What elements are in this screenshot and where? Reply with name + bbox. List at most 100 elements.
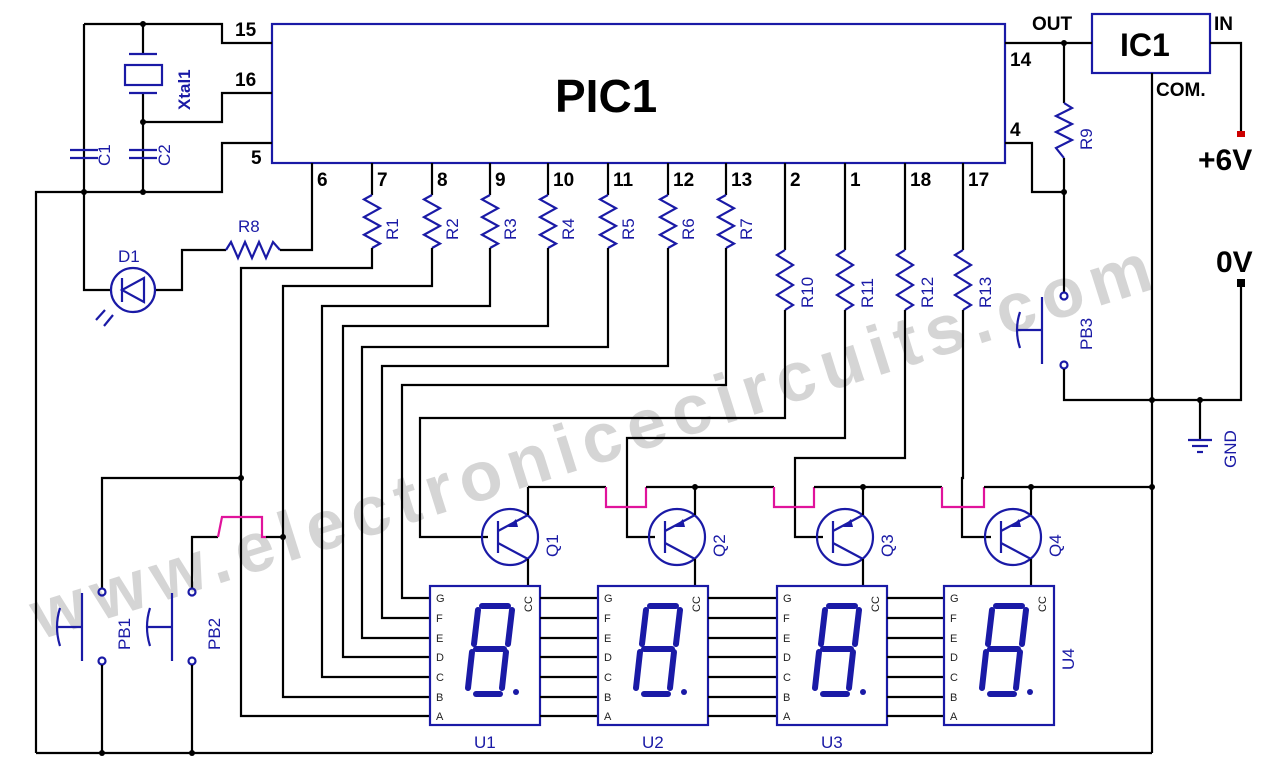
label-R11: R11	[858, 278, 877, 308]
plus6v-label: +6V	[1198, 144, 1252, 177]
label-Q2: Q2	[710, 534, 729, 557]
label-R4: R4	[559, 218, 578, 240]
label-U3: U3	[821, 733, 843, 752]
zero-volt-terminal	[1237, 279, 1245, 287]
watermark: www.electronicecircuits.com	[20, 226, 1168, 655]
resistor-R10	[774, 249, 796, 311]
transistors: Q1 Q2 Q3 Q4	[480, 484, 1152, 586]
resistor-R2	[421, 194, 443, 249]
ic1-com-label: COM.	[1156, 80, 1206, 101]
segment-pin-G: G	[436, 593, 445, 605]
ic1-in-label: IN	[1214, 14, 1233, 35]
resistor-R11	[834, 249, 856, 311]
label-R13: R13	[976, 277, 995, 308]
segment-pin-B: B	[950, 692, 957, 704]
pin-11-label: 11	[613, 170, 634, 191]
pin-13-label: 13	[731, 170, 752, 191]
pb3-label: PB3	[1077, 318, 1096, 350]
segment-pin-G: G	[604, 593, 613, 605]
segment-pin-C: C	[783, 672, 791, 684]
pushbutton-section	[55, 475, 286, 753]
zero-volt-label: 0V	[1216, 246, 1253, 279]
segment-pin-D: D	[783, 652, 791, 664]
label-R7: R7	[737, 218, 756, 240]
resistor-R6	[657, 194, 679, 249]
cc-pin-label: CC	[870, 596, 882, 612]
segment-pin-A: A	[604, 711, 612, 723]
label-U4: U4	[1059, 648, 1078, 670]
resistor-R7	[715, 194, 737, 249]
segment-pin-A: A	[783, 711, 791, 723]
segment-pin-G: G	[950, 593, 959, 605]
transistor-Q1: Q1	[480, 487, 562, 586]
cc-pin-label: CC	[1037, 596, 1049, 612]
label-U2: U2	[642, 733, 664, 752]
label-R6: R6	[679, 218, 698, 240]
segment-pin-E: E	[783, 633, 790, 645]
pin-4-label: 4	[1010, 120, 1021, 141]
segment-pin-F: F	[604, 613, 611, 625]
label-Q1: Q1	[543, 534, 562, 557]
resistor-R5	[597, 194, 619, 249]
pin-1-label: 1	[850, 170, 861, 191]
label-R12: R12	[918, 277, 937, 308]
pin-14-label: 14	[1010, 50, 1032, 71]
segment-pin-D: D	[950, 652, 958, 664]
pin-15-label: 15	[235, 20, 257, 41]
label-U1: U1	[474, 733, 496, 752]
label-Q3: Q3	[878, 534, 897, 557]
pin-9-label: 9	[495, 170, 506, 191]
c1-label: C1	[95, 144, 114, 166]
segment-pin-E: E	[604, 633, 611, 645]
label-R3: R3	[501, 218, 520, 240]
cc-pin-label: CC	[523, 596, 535, 612]
segment-pin-B: B	[783, 692, 790, 704]
pin-2-label: 2	[790, 170, 801, 191]
segment-pin-B: B	[604, 692, 611, 704]
d1-label: D1	[118, 247, 140, 266]
resistor-R3	[479, 194, 501, 249]
segment-pin-B: B	[436, 692, 443, 704]
gnd-label: GND	[1221, 430, 1240, 468]
r9-label: R9	[1077, 128, 1096, 150]
segment-pin-F: F	[436, 613, 443, 625]
pin-16-label: 16	[235, 70, 256, 91]
segment-bus-wires	[239, 248, 728, 718]
xtal1-label: Xtal1	[175, 69, 194, 110]
segment-pin-D: D	[436, 652, 444, 664]
ic1-out-label: OUT	[1032, 14, 1073, 35]
segment-pin-F: F	[783, 613, 790, 625]
segment-pin-D: D	[604, 652, 612, 664]
oscillator-section	[34, 21, 272, 753]
label-Q4: Q4	[1046, 534, 1065, 557]
led-section	[82, 163, 314, 327]
transistor-Q4: Q4	[983, 487, 1065, 586]
pin-10-label: 10	[553, 170, 574, 191]
segment-pin-C: C	[604, 672, 612, 684]
segment-pin-A: A	[436, 711, 444, 723]
segment-pin-E: E	[436, 633, 443, 645]
segment-pin-F: F	[950, 613, 957, 625]
resistor-R1	[361, 194, 383, 249]
transistor-Q2: Q2	[647, 487, 729, 586]
label-R2: R2	[443, 218, 462, 240]
segment-pin-C: C	[436, 672, 444, 684]
resistor-R12	[894, 249, 916, 311]
c2-label: C2	[155, 144, 174, 166]
label-R5: R5	[619, 218, 638, 240]
pin-6-label: 6	[317, 170, 328, 191]
pin-7-label: 7	[377, 170, 388, 191]
transistor-Q3: Q3	[815, 487, 897, 586]
resistor-R4	[537, 194, 559, 249]
segment-pin-C: C	[950, 672, 958, 684]
pb1-label: PB1	[115, 618, 134, 650]
power-section	[36, 40, 1245, 756]
resistor-R13	[952, 249, 974, 311]
pin-12-label: 12	[673, 170, 694, 191]
positive-terminal	[1237, 131, 1245, 137]
